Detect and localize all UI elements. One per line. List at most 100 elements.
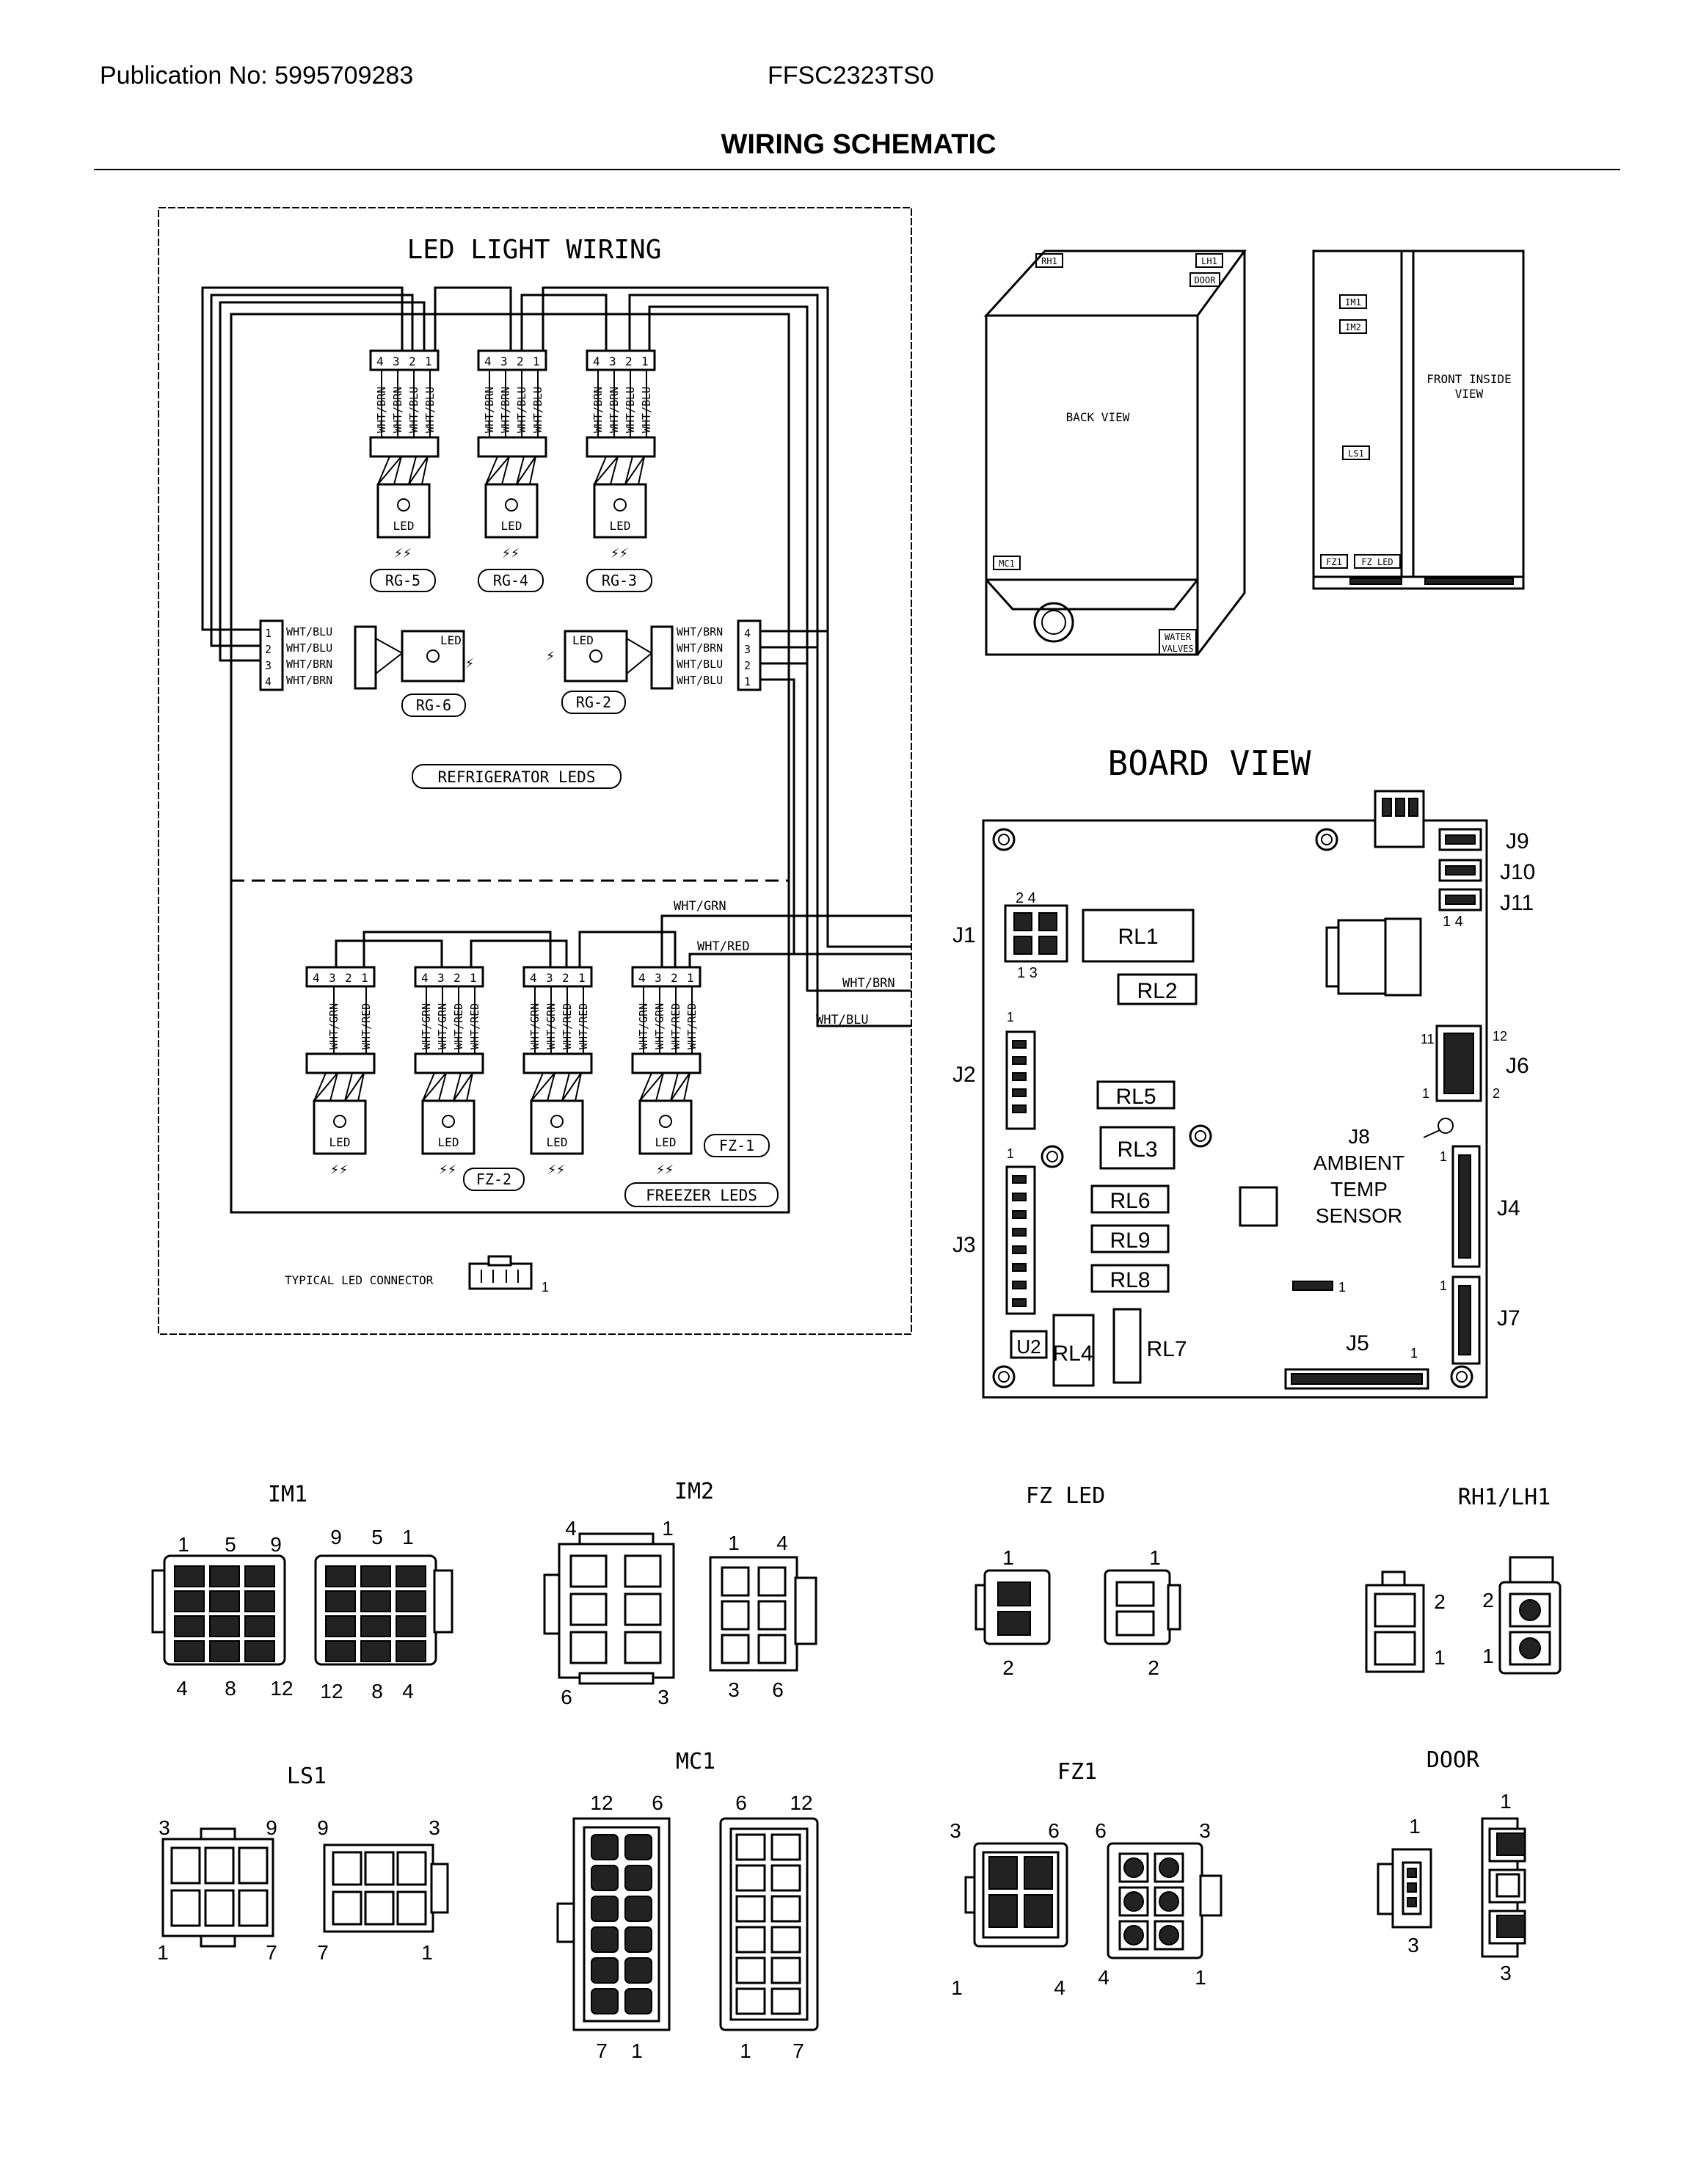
connector-j11: J11 <box>1500 891 1534 915</box>
fz1-b-pin-4: 4 <box>1098 1966 1110 1989</box>
im1-b-pin-12: 12 <box>320 1680 343 1703</box>
ls1-connector-front <box>161 1827 274 1948</box>
freezer-harness <box>335 914 911 967</box>
im1-a-pin-12: 12 <box>270 1677 293 1700</box>
svg-text:4: 4 <box>530 971 537 985</box>
header-pin-1: 1 <box>1338 1280 1346 1295</box>
svg-text:WHT/BRN: WHT/BRN <box>391 387 404 433</box>
refrigerator-leds-label-box <box>412 764 622 789</box>
fz1-a-pin-1: 1 <box>951 1976 963 1999</box>
im1-connector-back <box>314 1554 453 1666</box>
svg-text:⚡⚡: ⚡⚡ <box>502 544 520 561</box>
svg-text:WHT/RED: WHT/RED <box>468 1003 481 1049</box>
im1-a-pin-9: 9 <box>270 1533 282 1556</box>
svg-text:WHT/RED: WHT/RED <box>685 1003 699 1049</box>
svg-text:4: 4 <box>744 627 751 640</box>
connector-title-im2: IM2 <box>674 1479 714 1504</box>
back-view-cabinet: BACK VIEW RH1 LH1 DOOR MC1 WATER VALVES <box>983 250 1247 656</box>
svg-text:WHT/RED: WHT/RED <box>577 1003 590 1049</box>
svg-text:1: 1 <box>687 971 694 985</box>
svg-text:WHT/RED: WHT/RED <box>669 1003 682 1049</box>
svg-text:WHT/GRN: WHT/GRN <box>653 1003 666 1049</box>
j8-temp: TEMP <box>1330 1178 1388 1201</box>
im1-b-pin-9: 9 <box>330 1526 342 1548</box>
mc1-tag: MC1 <box>999 558 1015 569</box>
j5-pin-1: 1 <box>1410 1346 1418 1361</box>
typical-led-connector-icon <box>468 1255 533 1290</box>
door-b-pin-1: 1 <box>1500 1790 1512 1813</box>
svg-text:4: 4 <box>376 354 384 368</box>
svg-text:WHT/BLU: WHT/BLU <box>407 387 420 433</box>
fz-led-connector-back <box>1104 1569 1181 1645</box>
rh-b-pin-1: 1 <box>1482 1645 1494 1667</box>
im2-connector-back <box>709 1556 817 1672</box>
mc1-connector-back <box>719 1817 819 2031</box>
svg-text:WHT/GRN: WHT/GRN <box>528 1003 542 1049</box>
door-b-pin-3: 3 <box>1500 1962 1512 1984</box>
mc1-a-pin-6: 6 <box>652 1791 663 1814</box>
rh-a-pin-2: 2 <box>1434 1590 1446 1613</box>
connector-j4: J4 <box>1497 1196 1520 1220</box>
front-view-label-2: VIEW <box>1455 387 1484 401</box>
connector-title-fz1: FZ1 <box>1057 1759 1097 1785</box>
rh1-lh1-connector-back <box>1498 1556 1562 1675</box>
chip-u2: U2 <box>1016 1336 1041 1358</box>
rg-6-label: RG-6 <box>416 696 451 714</box>
svg-text:WHT/BLU: WHT/BLU <box>640 387 653 433</box>
j4-pin-1: 1 <box>1440 1149 1447 1164</box>
ls1-a-pin-3: 3 <box>159 1816 170 1839</box>
im1-connector-front <box>151 1554 286 1666</box>
svg-text:1: 1 <box>425 354 432 368</box>
j8-ambient: AMBIENT <box>1313 1151 1404 1174</box>
svg-text:⚡⚡: ⚡⚡ <box>330 1160 348 1178</box>
relay-rl1: RL1 <box>1118 925 1158 949</box>
svg-text:WHT/BLU: WHT/BLU <box>677 674 723 687</box>
connector-j10: J10 <box>1500 860 1535 884</box>
j8-sensor: SENSOR <box>1316 1204 1402 1227</box>
ls1-a-pin-7: 7 <box>266 1941 277 1964</box>
fz1-a-pin-6: 6 <box>1048 1819 1060 1842</box>
svg-text:WHT/RED: WHT/RED <box>561 1003 574 1049</box>
svg-text:3: 3 <box>393 354 400 368</box>
svg-text:2: 2 <box>625 354 633 368</box>
relay-rl3: RL3 <box>1117 1138 1157 1162</box>
relay-rl5: RL5 <box>1115 1085 1156 1109</box>
fz1-connector-front <box>964 1842 1068 1948</box>
svg-text:WHT/RED: WHT/RED <box>452 1003 465 1049</box>
im2-a-pin-1: 1 <box>662 1517 674 1540</box>
mc1-b-pin-6: 6 <box>735 1791 747 1814</box>
svg-text:WHT/BRN: WHT/BRN <box>375 387 388 433</box>
svg-text:⚡⚡: ⚡⚡ <box>394 544 412 561</box>
svg-text:3: 3 <box>500 354 508 368</box>
model-number: FFSC2323TS0 <box>768 62 934 90</box>
connector-title-mc1: MC1 <box>676 1749 715 1774</box>
svg-text:WHT/BRN: WHT/BRN <box>591 387 605 433</box>
svg-text:LED: LED <box>547 1135 568 1149</box>
svg-text:LED: LED <box>440 633 462 647</box>
relay-rl2: RL2 <box>1137 979 1177 1003</box>
j1-pins-bottom: 1 3 <box>1017 965 1038 981</box>
svg-text:WHT/BLU: WHT/BLU <box>624 387 637 433</box>
svg-text:1: 1 <box>641 354 649 368</box>
door-a-pin-1: 1 <box>1409 1815 1421 1838</box>
mc1-a-pin-12: 12 <box>590 1791 613 1814</box>
im1-a-pin-1: 1 <box>178 1533 189 1556</box>
front-inside-view-cabinet: FRONT INSIDE VIEW IM1 IM2 LS1 FZ1 FZ LED <box>1312 250 1525 590</box>
fz1-a-pin-4: 4 <box>1054 1976 1065 1999</box>
svg-text:WHT/BRN: WHT/BRN <box>286 674 332 687</box>
svg-text:WHT/GRN: WHT/GRN <box>420 1003 433 1049</box>
svg-text:2: 2 <box>265 643 272 656</box>
connector-title-door: DOOR <box>1427 1747 1480 1773</box>
wire-label-wht-brn: WHT/BRN <box>842 976 895 991</box>
svg-text:WHT/BRN: WHT/BRN <box>483 387 496 433</box>
fz-1-label: FZ-1 <box>719 1137 754 1154</box>
im1-a-pin-8: 8 <box>225 1677 236 1700</box>
ls1-connector-back <box>323 1843 449 1933</box>
page-title: WIRING SCHEMATIC <box>721 129 996 160</box>
svg-text:⚡: ⚡ <box>546 647 555 664</box>
svg-text:WHT/BRN: WHT/BRN <box>677 641 723 655</box>
